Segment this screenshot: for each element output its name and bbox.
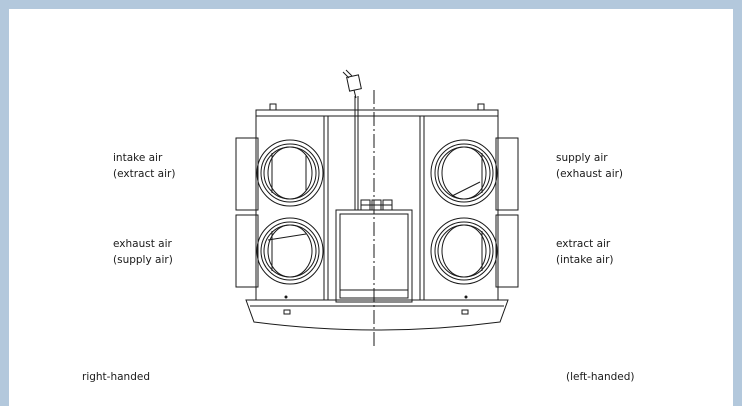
label-extract-air: extract air (intake air) [556,236,614,268]
label-intake-air: intake air (extract air) [113,150,175,182]
unit-plinth [245,299,509,331]
label-supply-air-line1: supply air [556,152,608,164]
duct-sleeve-top-right [495,137,519,211]
label-intake-air-line2: (extract air) [113,168,176,180]
label-intake-air-line1: intake air [113,152,163,164]
label-supply-air: supply air (exhaust air) [556,150,623,182]
duct-sleeve-bottom-left [235,214,259,288]
label-exhaust-air-line2: (supply air) [113,254,173,266]
duct-bottom-right [430,217,498,285]
duct-top-right [430,139,498,207]
label-exhaust-air: exhaust air (supply air) [113,236,173,268]
duct-sleeve-top-left [235,137,259,211]
label-extract-air-line1: extract air [556,238,611,250]
duct-top-left [256,139,324,207]
plug-icon [342,69,362,99]
duct-sleeve-bottom-right [495,214,519,288]
label-extract-air-line2: (intake air) [556,254,614,266]
label-supply-air-line2: (exhaust air) [556,168,624,180]
label-exhaust-air-line1: exhaust air [113,238,172,250]
label-right-handed: right-handed [82,371,150,383]
duct-bottom-left [256,217,324,285]
label-left-handed: (left-handed) [566,371,635,383]
